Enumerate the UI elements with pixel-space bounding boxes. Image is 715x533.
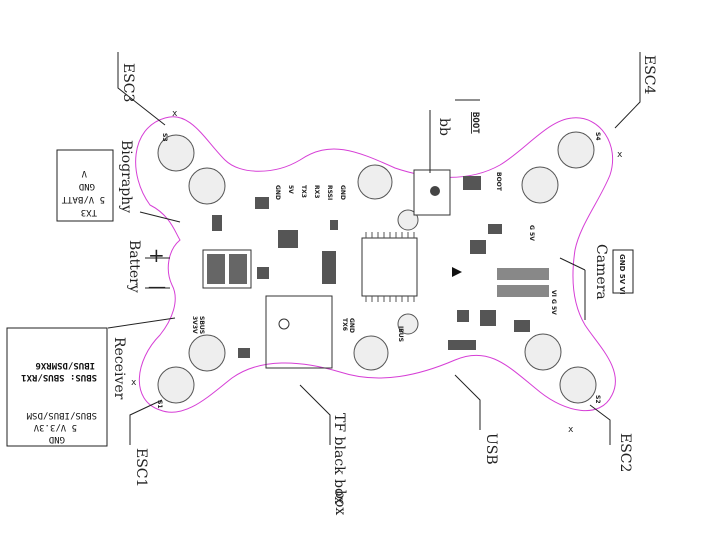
pad-tx6: TX6 <box>341 318 348 331</box>
label-receiver: Receiver <box>111 337 127 400</box>
motor-pad <box>157 366 195 404</box>
motor-pad <box>353 335 389 371</box>
pad-g5v: G 5V <box>528 225 535 241</box>
label-plus: + <box>148 243 165 267</box>
receiver-line: GND <box>49 434 65 444</box>
pad-s2: S2 <box>594 395 601 404</box>
vtx-info-box <box>56 149 114 222</box>
pad-tx3: TX3 <box>300 185 307 198</box>
x-mark: x <box>568 425 574 435</box>
motor-pad <box>188 334 226 372</box>
motor-pad <box>521 166 559 204</box>
motor-pad <box>557 131 595 169</box>
camera-strip <box>497 268 549 280</box>
mcu-pins <box>365 232 415 302</box>
x-mark: x <box>131 378 137 388</box>
label-esc3: ESC3 <box>120 63 136 102</box>
board-outline <box>135 116 616 413</box>
battery-pad <box>207 254 225 284</box>
receiver-line: SBUS: SBUS/RX1 <box>21 372 97 382</box>
label-tf-black-box: TF black box <box>331 413 347 504</box>
pad-sbus: SBUS <box>198 316 205 334</box>
motor-pad <box>157 134 195 172</box>
camera-info-text: GND 5V VI <box>618 254 626 295</box>
camera-info-box <box>612 249 634 294</box>
motor-pad <box>397 209 419 231</box>
tf-card-slot <box>265 295 333 369</box>
motor-pad <box>559 366 597 404</box>
motor-pads <box>157 131 597 404</box>
motor-pad <box>397 313 419 335</box>
x-mark: x <box>617 150 623 160</box>
label-esc4: ESC4 <box>641 55 657 95</box>
pad-s3: S3 <box>161 133 168 142</box>
label-battery: Battery <box>126 240 142 293</box>
battery-pad <box>229 254 247 284</box>
receiver-line: SBUS/IBUS/DSM <box>26 410 97 420</box>
pad-ibus: IBUS <box>397 326 404 342</box>
pad-gnd3: GND <box>348 318 355 333</box>
receiver-line: IBUS/DSMRX6 <box>35 360 95 370</box>
label-esc2: ESC2 <box>617 433 633 472</box>
label-minus: — <box>148 276 166 297</box>
receiver-info-text: GND 5 V/3.3V SBUS/IBUS/DSM SBUS: SBUS/RX… <box>21 360 97 444</box>
pad-vi: VI G 5V <box>550 290 557 315</box>
orientation-arrow <box>452 267 462 277</box>
vtx-line: 5 V/BATT <box>61 194 105 204</box>
smd-components <box>212 176 530 358</box>
pad-gnd2: GND <box>339 185 346 200</box>
label-boot: BOOT <box>470 112 480 134</box>
pad-s4: S4 <box>594 132 601 141</box>
receiver-info-box <box>6 327 108 447</box>
pad-3v3: 3V3V <box>191 316 198 334</box>
label-camera: Camera <box>593 244 609 300</box>
pad-gnd: GND <box>274 185 281 200</box>
motor-pad <box>357 164 393 200</box>
vtx-info-text: TX3 5 V/BATT GND V <box>61 168 105 217</box>
label-usb: USB <box>483 433 499 465</box>
leader-lines <box>107 52 641 445</box>
x-mark: x <box>172 109 178 119</box>
vtx-line: GND <box>79 181 95 191</box>
label-bb: bb <box>436 118 452 136</box>
pad-rx3: RX3 <box>313 185 320 198</box>
motor-pad <box>188 167 226 205</box>
boot-button-dot <box>430 186 440 196</box>
motor-pad <box>524 333 562 371</box>
pad-boot: BOOT <box>495 172 502 192</box>
camera-strip <box>497 285 549 297</box>
vtx-line: V <box>81 168 87 178</box>
label-biography: Biography <box>118 140 134 213</box>
mcu-chip <box>361 237 418 297</box>
label-esc1: ESC1 <box>133 448 149 487</box>
tf-card-mark <box>278 318 290 330</box>
pad-s1: S1 <box>156 400 163 409</box>
pad-5v: 5V <box>287 185 294 194</box>
receiver-line: 5 V/3.3V <box>33 422 77 432</box>
vtx-line: TX3 <box>81 207 97 217</box>
pad-rssi: RSSI <box>326 185 333 200</box>
label-box: box <box>332 490 348 515</box>
